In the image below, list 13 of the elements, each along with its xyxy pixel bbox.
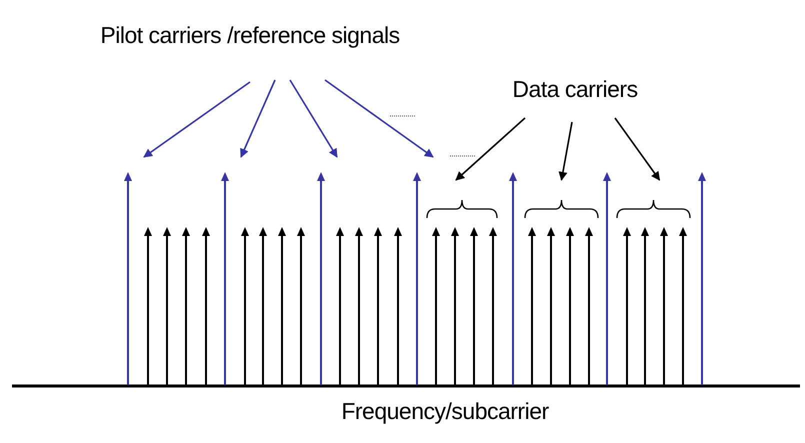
axis-label: Frequency/subcarrier bbox=[341, 398, 549, 425]
curly-brace bbox=[524, 199, 599, 218]
arrow bbox=[558, 122, 573, 181]
arrow bbox=[324, 79, 434, 158]
callout-label: Data carriers bbox=[512, 76, 638, 103]
arrow bbox=[289, 80, 338, 158]
arrow bbox=[455, 117, 526, 181]
curly-brace bbox=[616, 199, 691, 218]
arrow bbox=[614, 118, 660, 181]
curly-brace bbox=[426, 199, 498, 218]
arrow bbox=[143, 81, 250, 158]
callout-label: Pilot carriers /reference signals bbox=[100, 22, 400, 49]
arrow bbox=[240, 80, 276, 158]
